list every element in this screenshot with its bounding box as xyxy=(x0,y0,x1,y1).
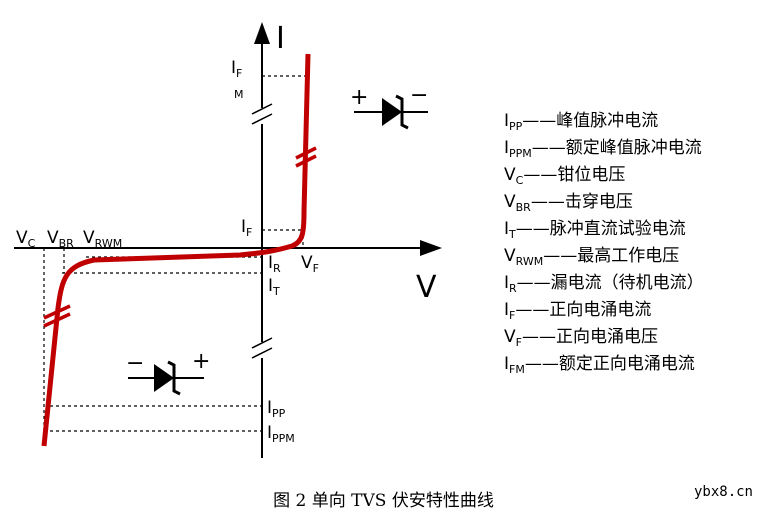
legend-description: ——击穿电压 xyxy=(530,192,633,212)
legend-symbol: I xyxy=(504,300,510,320)
label-ipp: IPP xyxy=(267,398,286,420)
legend-symbol: I xyxy=(504,138,510,158)
legend-description: ——峰值脉冲电流 xyxy=(522,111,659,131)
x-axis-arrowhead xyxy=(420,240,442,256)
diode-plus-sign: + xyxy=(350,85,368,110)
label-ifm-m: M xyxy=(234,88,244,101)
legend-description: ——最高工作电压 xyxy=(543,246,680,266)
legend-symbol-subscript: PPM xyxy=(509,147,532,160)
diode-minus-sign: − xyxy=(126,351,144,376)
legend-symbol-subscript: F xyxy=(515,336,522,349)
label-ippm: IPPM xyxy=(267,423,295,445)
legend-description: ——额定峰值脉冲电流 xyxy=(531,138,702,158)
label-vf: VF xyxy=(301,253,319,275)
y-axis-break-lower-2 xyxy=(251,347,273,359)
diode-triangle xyxy=(382,98,402,126)
legend-item: IPPM——额定峰值脉冲电流 xyxy=(504,135,764,162)
label-vbr: VBR xyxy=(47,228,74,250)
legend-symbol-subscript: FM xyxy=(509,363,525,376)
legend-symbol: I xyxy=(504,354,510,374)
y-axis-break-upper-1 xyxy=(251,103,273,115)
figure-caption: 图 2 单向 TVS 伏安特性曲线 xyxy=(273,491,494,511)
label-if: IF xyxy=(241,217,252,239)
legend-symbol: I xyxy=(504,111,510,131)
legend-symbol-subscript: T xyxy=(509,228,516,241)
legend-description: ——脉冲直流试验电流 xyxy=(515,219,686,239)
label-vc: VC xyxy=(16,228,36,250)
legend-item: VC——钳位电压 xyxy=(504,162,764,189)
legend-item: IF——正向电涌电流 xyxy=(504,297,764,324)
label-ifm: IF xyxy=(231,58,242,80)
legend-item: IR——漏电流（待机电流） xyxy=(504,270,764,297)
curve-break-upper-1 xyxy=(295,146,317,160)
curve-break-upper-2 xyxy=(295,154,317,168)
y-axis-break-lower-1 xyxy=(251,337,273,349)
legend-symbol-subscript: RWM xyxy=(515,255,544,268)
diode-minus-sign: − xyxy=(410,83,428,108)
axes xyxy=(14,40,425,458)
x-axis-title: V xyxy=(416,270,437,305)
diode-triangle xyxy=(154,364,174,392)
legend-description: ——钳位电压 xyxy=(523,165,626,185)
curve-break-lower-1 xyxy=(43,304,71,320)
legend-description: ——正向电涌电流 xyxy=(515,300,652,320)
label-it: IT xyxy=(268,276,280,298)
legend-symbol: V xyxy=(504,192,516,212)
legend-item: IT——脉冲直流试验电流 xyxy=(504,216,764,243)
legend-item: VF——正向电涌电压 xyxy=(504,324,764,351)
legend-item: VBR——击穿电压 xyxy=(504,189,764,216)
legend-item: VRWM——最高工作电压 xyxy=(504,243,764,270)
iv-curve xyxy=(41,53,311,447)
legend-symbol-subscript: C xyxy=(515,174,524,187)
legend-symbol-subscript: R xyxy=(509,282,517,295)
curve-breaks xyxy=(43,146,317,328)
diode-plus-sign: + xyxy=(192,349,210,374)
legend-description: ——正向电涌电压 xyxy=(521,327,658,347)
legend-symbol: I xyxy=(504,273,510,293)
y-axis-title: I xyxy=(276,21,285,56)
legend-description: ——额定正向电涌电流 xyxy=(524,354,695,374)
legend-symbol-subscript: PP xyxy=(509,120,523,133)
label-ir: IR xyxy=(268,253,281,275)
tvs-diode-symbol-reverse: − + xyxy=(126,349,210,396)
label-vrwm: VRWM xyxy=(83,228,122,250)
watermark: ybx8.cn xyxy=(693,484,753,500)
legend-item: IPP——峰值脉冲电流 xyxy=(504,108,764,135)
legend-symbol-subscript: F xyxy=(509,309,516,322)
legend-symbol: V xyxy=(504,165,516,185)
tvs-diode-symbol-forward: + − xyxy=(350,83,428,130)
y-axis-break-upper-2 xyxy=(251,113,273,125)
curve-break-lower-2 xyxy=(43,312,71,328)
legend-symbol: V xyxy=(504,327,516,347)
legend-symbol-subscript: BR xyxy=(515,201,531,214)
legend-description: ——漏电流（待机电流） xyxy=(516,273,704,293)
legend-symbol: I xyxy=(504,219,510,239)
legend-item: IFM——额定正向电涌电流 xyxy=(504,351,764,378)
y-axis-arrowhead xyxy=(254,22,270,44)
legend-symbol: V xyxy=(504,246,516,266)
